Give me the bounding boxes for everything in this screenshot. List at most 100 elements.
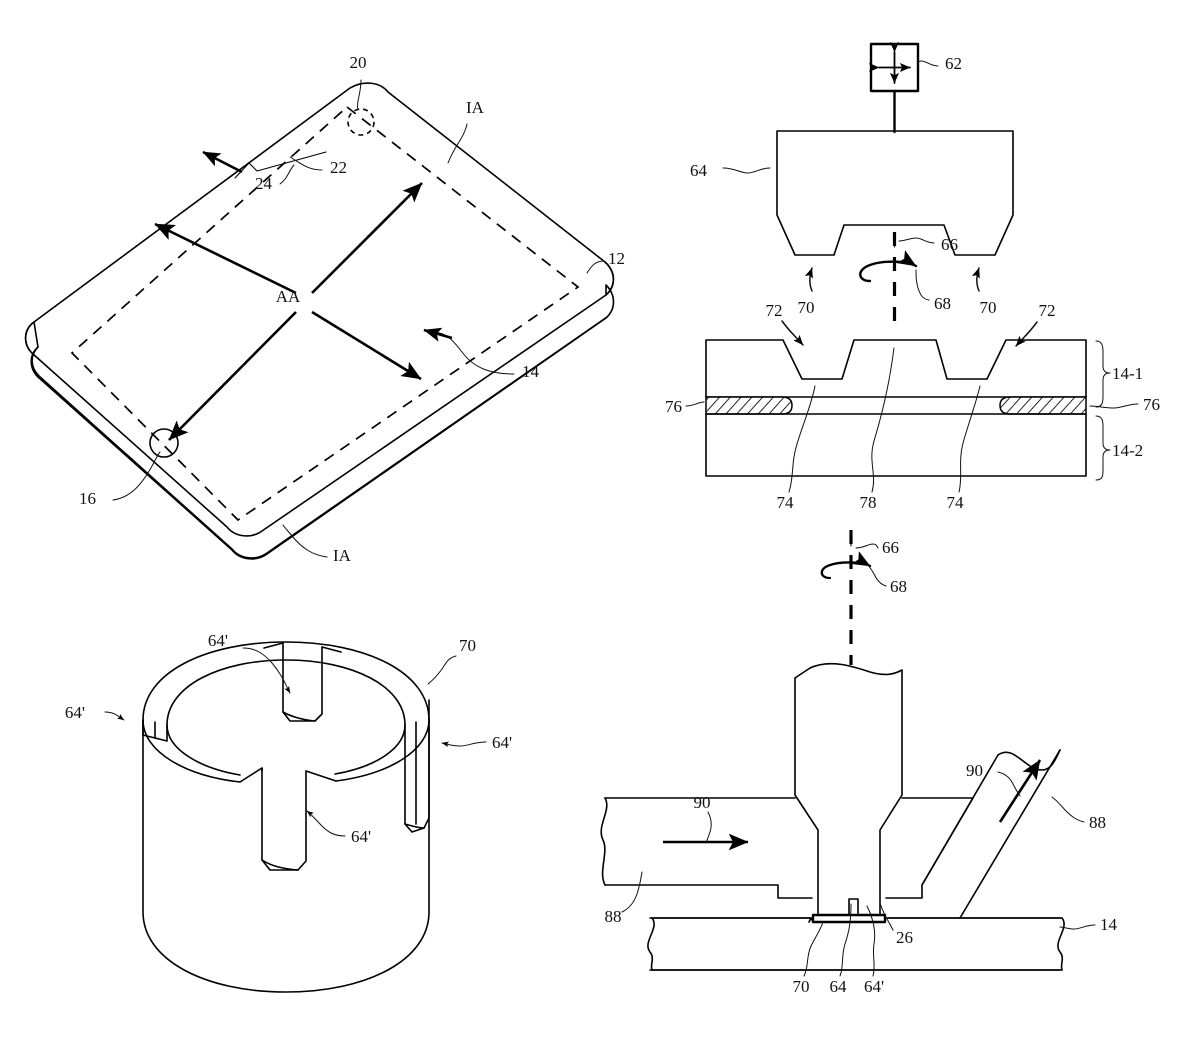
callout-64-tool: 64 [690,161,708,180]
opening-20-dashed-circle [347,108,375,136]
callout-74-groove-left-lead: 74 [777,493,795,512]
leader-64p-front [306,810,346,837]
shroud-88-right-break [997,749,1061,771]
callout-90-flow-in: 90 [694,793,711,812]
leader-78 [871,347,895,493]
slot-64p-top-inner-edge [282,711,316,722]
workpiece-14-break-left [647,917,655,971]
callout-ia-bottom: IA [333,546,352,565]
fig-cylindrical-tool: 64' 70 64' 64' 64' [65,631,512,993]
device-top-face-outline [24,82,615,537]
callout-64-tool-lower: 64 [830,977,848,996]
leader-64 [722,167,771,174]
leader-76-right [1089,403,1139,409]
callout-64p-slot-front: 64' [351,827,371,846]
callout-88-shroud-left: 88 [605,907,622,926]
callout-78-land: 78 [860,493,877,512]
workpiece-layer-14-2 [705,413,1087,477]
slot-64p-top [282,642,323,722]
callout-24-edge: 24 [255,174,273,193]
leader-16 [112,451,161,501]
callout-14-workpiece-lower: 14 [1100,915,1118,934]
leader-70-lower [803,921,824,977]
tool-tip-bottom-edge-70 [811,913,887,924]
shroud-88-right-inner [885,797,974,899]
callout-68-rotation: 68 [934,294,951,313]
callout-88-shroud-right: 88 [1089,813,1106,832]
callout-62-positioner: 62 [945,54,962,73]
leader-90-in [705,811,712,844]
workpiece-14-slab [649,917,1061,971]
callout-64p-slot-left: 64' [65,703,85,722]
inactive-border-bracket [234,151,327,179]
leader-90-out [997,771,1021,797]
fig-device-perspective: 20 IA 22 24 12 AA 14 16 IA [24,53,625,565]
bracket-14-1 [1095,340,1111,408]
callout-76-seal-left: 76 [665,397,682,416]
callout-20-opening: 20 [350,53,367,72]
leader-12 [586,260,605,274]
leader-64p-right [441,741,487,748]
callout-68-rotation-lower: 68 [890,577,907,596]
leader-24 [279,164,295,185]
callout-72-groove-left: 72 [766,301,783,320]
rim-outer-ellipse-back [142,641,430,721]
callout-14-2-lower-layer: 14-2 [1112,441,1143,460]
leader-20 [357,79,362,111]
callout-90-flow-out: 90 [966,761,983,780]
rim-outer-ellipse-front [142,719,241,783]
active-area-dimension-arrows [154,182,423,441]
callout-70-cutting-edge-right: 70 [980,298,997,317]
rim-outer-ellipse-front-right [335,719,430,782]
callout-66-axis-lower: 66 [882,538,899,557]
tool-64-body [776,130,1014,256]
leader-88-right [1051,796,1085,823]
leader-68-lower [868,565,887,587]
leader-70-right [971,267,980,292]
device-bezel-inner-edge [31,316,608,559]
leader-ia-top [447,123,468,164]
workpiece-layer-14-1 [705,339,1087,398]
leader-88-left [621,871,643,913]
callout-14-1-upper-layer: 14-1 [1112,364,1143,383]
shroud-88-right-inner-wall [921,754,999,886]
four-way-motion-arrows-icon [868,41,911,84]
workpiece-14-break-right [1057,917,1065,971]
callout-72-groove-right: 72 [1039,301,1056,320]
leader-66 [898,237,935,244]
leader-64p-lower [866,905,876,977]
flow-arrow-90-out [998,759,1042,823]
fig-nozzle-coolant-flow: 66 68 90 88 90 14 26 88 70 64 64' [600,530,1118,996]
rim-inner-ellipse-front-right [334,724,406,775]
active-area-dashed-outline [70,105,580,522]
callout-12-housing: 12 [608,249,625,268]
leader-74-right [958,385,981,493]
leader-64-lower [839,903,852,977]
bracket-14-2 [1095,415,1111,481]
shroud-88-right-outer [959,749,1061,919]
rim-inner-ellipse-back [166,659,406,726]
callout-16-button: 16 [79,489,96,508]
tool-64-body-lower [794,662,903,916]
shroud-88-left-break [600,797,608,886]
rotation-arrow-68 [859,250,918,283]
callout-64p-slot-right: 64' [492,733,512,752]
leader-62 [917,60,939,69]
callout-66-axis: 66 [941,235,958,254]
leader-72-left [781,320,804,346]
callout-22-inactive-border: 22 [330,158,347,177]
rotation-arrow-68-lower [820,551,872,580]
callout-64p-slot-lower: 64' [864,977,884,996]
callout-76-seal-right: 76 [1143,395,1160,414]
slot-64p-front-inner [261,859,299,871]
leader-64p-top [242,647,291,694]
home-button-16 [149,428,179,458]
callout-26-kerf: 26 [896,928,913,947]
leader-64p-left [104,711,125,721]
slot-64p-front-left-wall [239,767,263,783]
callout-74-groove-right-lead: 74 [947,493,965,512]
callout-64p-slot-top: 64' [208,631,228,650]
leader-74-left [788,385,816,493]
slot-64p-tip [848,898,859,916]
